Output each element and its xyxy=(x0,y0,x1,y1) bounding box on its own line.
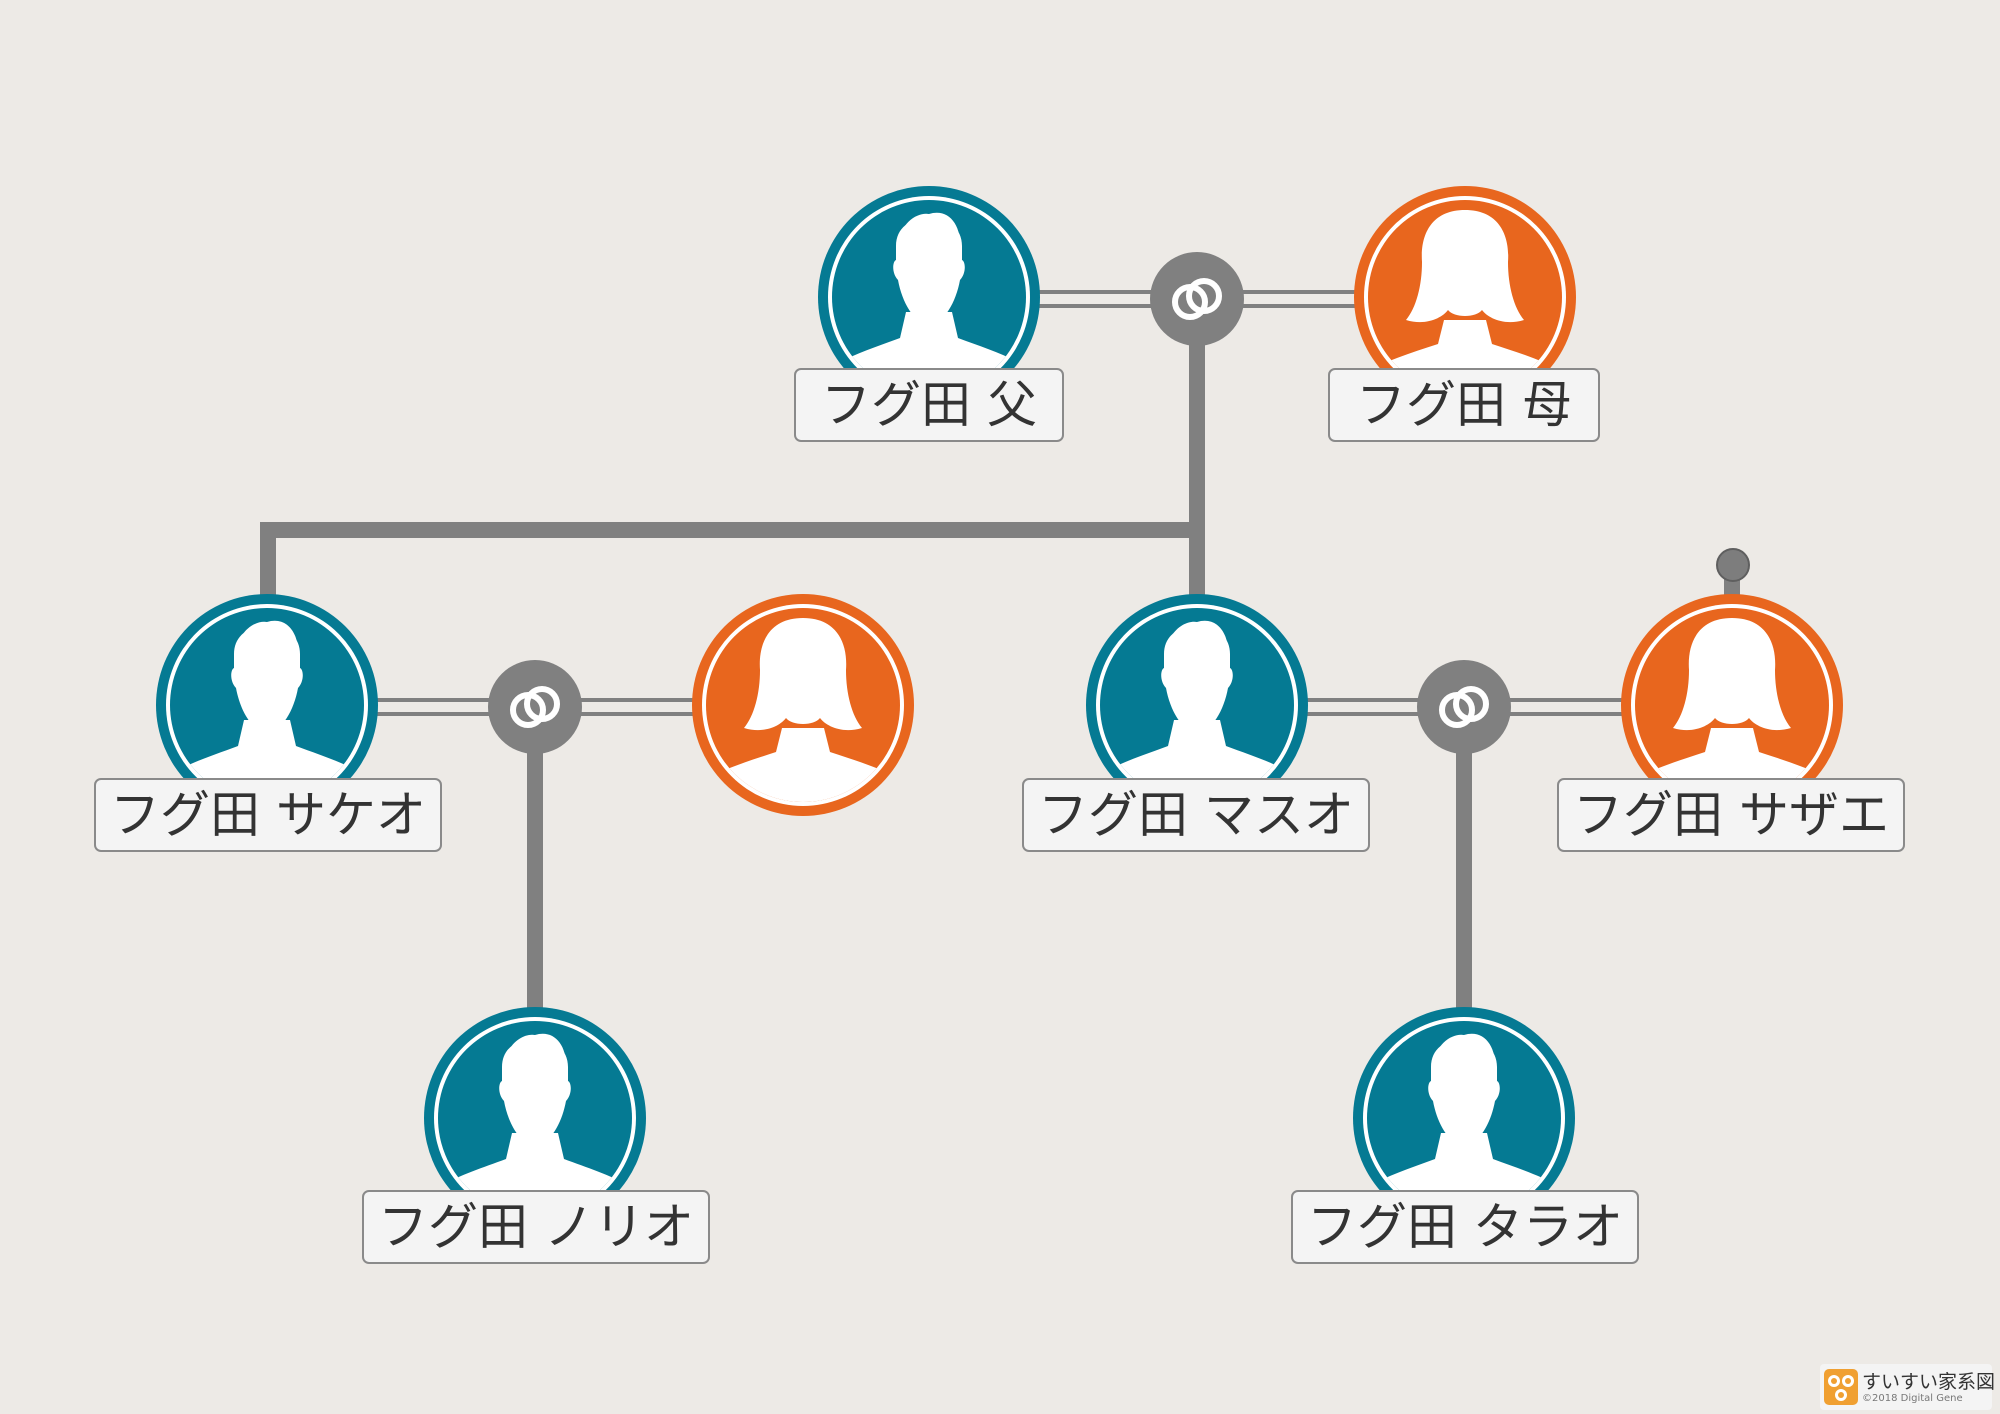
watermark-copyright: ©2018 Digital Gene xyxy=(1862,1393,1963,1404)
person-name-label[interactable]: フグ田 ノリオ xyxy=(362,1190,710,1264)
person-name-label[interactable]: フグ田 サケオ xyxy=(94,778,442,852)
interlocked-rings-icon xyxy=(1417,660,1511,754)
person-name-label[interactable]: フグ田 マスオ xyxy=(1022,778,1370,852)
parents-to-sakeo-line xyxy=(260,292,1205,613)
watermark-title: すいすい家系図 xyxy=(1862,1371,1996,1393)
handle-dot-icon xyxy=(1716,548,1750,582)
person-name-label[interactable]: フグ田 父 xyxy=(794,368,1064,442)
person-name-label[interactable]: フグ田 タラオ xyxy=(1291,1190,1639,1264)
person-sakeo-spouse[interactable] xyxy=(690,592,916,818)
person-sazae[interactable] xyxy=(1619,592,1845,818)
person-name-label[interactable]: フグ田 サザエ xyxy=(1557,778,1905,852)
female-avatar-icon xyxy=(1621,594,1843,816)
person-tarao[interactable] xyxy=(1351,1005,1577,1231)
person-name-label[interactable]: フグ田 母 xyxy=(1328,368,1600,442)
family-tree-logo-icon xyxy=(1824,1369,1858,1405)
male-avatar-icon xyxy=(1353,1007,1575,1229)
add-parent-handle[interactable] xyxy=(1715,547,1751,587)
marriage-node-parents[interactable] xyxy=(1149,251,1245,347)
app-watermark: すいすい家系図 ©2018 Digital Gene xyxy=(1820,1364,1996,1410)
interlocked-rings-icon xyxy=(1150,252,1244,346)
marriage-node-masuo[interactable] xyxy=(1416,659,1512,755)
female-avatar-icon xyxy=(692,594,914,816)
interlocked-rings-icon xyxy=(488,660,582,754)
marriage-node-sakeo[interactable] xyxy=(487,659,583,755)
